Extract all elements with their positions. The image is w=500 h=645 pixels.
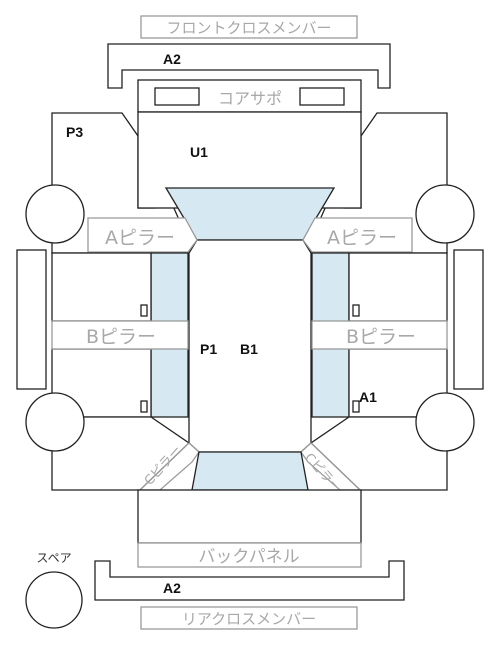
right-side-sill	[453, 249, 484, 390]
left-rear-door-handle	[140, 400, 148, 413]
b-pillar-right-label: Bピラー	[346, 326, 416, 348]
trunk-lid	[137, 489, 362, 544]
a-pillar-left-label: Aピラー	[105, 227, 175, 249]
a-pillar-right-box	[302, 217, 413, 253]
back-panel-label: バックパネル	[198, 547, 299, 567]
rear-a2-bracket	[94, 560, 405, 601]
front-right-wheel	[415, 184, 475, 244]
rear-cross-member-box	[140, 606, 358, 630]
front-a2-bracket	[107, 43, 391, 89]
a-pillar-left-box	[87, 217, 198, 253]
front-left-wheel	[25, 184, 85, 244]
code-a2-front: A2	[163, 51, 181, 67]
spare-label: スペア	[36, 551, 71, 565]
front-cross-member-label: フロントクロスメンバー	[166, 19, 331, 37]
left-front-door	[51, 252, 152, 322]
headlight-left	[154, 87, 200, 106]
b-pillar-left-label: Bピラー	[86, 326, 156, 348]
back-panel-box	[137, 542, 362, 568]
code-b1: B1	[240, 341, 258, 357]
right-front-door	[348, 252, 448, 322]
core-support-label: コアサポ	[218, 89, 282, 108]
code-u1: U1	[190, 144, 208, 160]
front-cross-member-box	[140, 15, 358, 39]
code-p1: P1	[200, 341, 217, 357]
code-a1: A1	[359, 389, 377, 405]
left-side-sill	[16, 249, 47, 390]
code-a2-rear: A2	[163, 580, 181, 596]
rear-cross-member-label: リアクロスメンバー	[182, 610, 316, 628]
b-pillar-left-box	[51, 320, 189, 350]
b-pillar-right-box	[311, 320, 448, 350]
headlight-right	[299, 87, 345, 106]
right-rear-door-handle	[352, 400, 360, 413]
c-pillar-right-box	[300, 442, 362, 491]
left-front-door-handle	[140, 304, 148, 317]
spare-tire	[25, 571, 83, 629]
code-p3: P3	[66, 124, 83, 140]
rear-right-wheel	[415, 392, 475, 452]
c-pillar-left-box	[138, 442, 200, 491]
rear-window	[191, 451, 309, 491]
right-front-door-handle	[352, 304, 360, 317]
rear-left-wheel	[25, 392, 85, 452]
a-pillar-right-label: Aピラー	[327, 227, 397, 249]
